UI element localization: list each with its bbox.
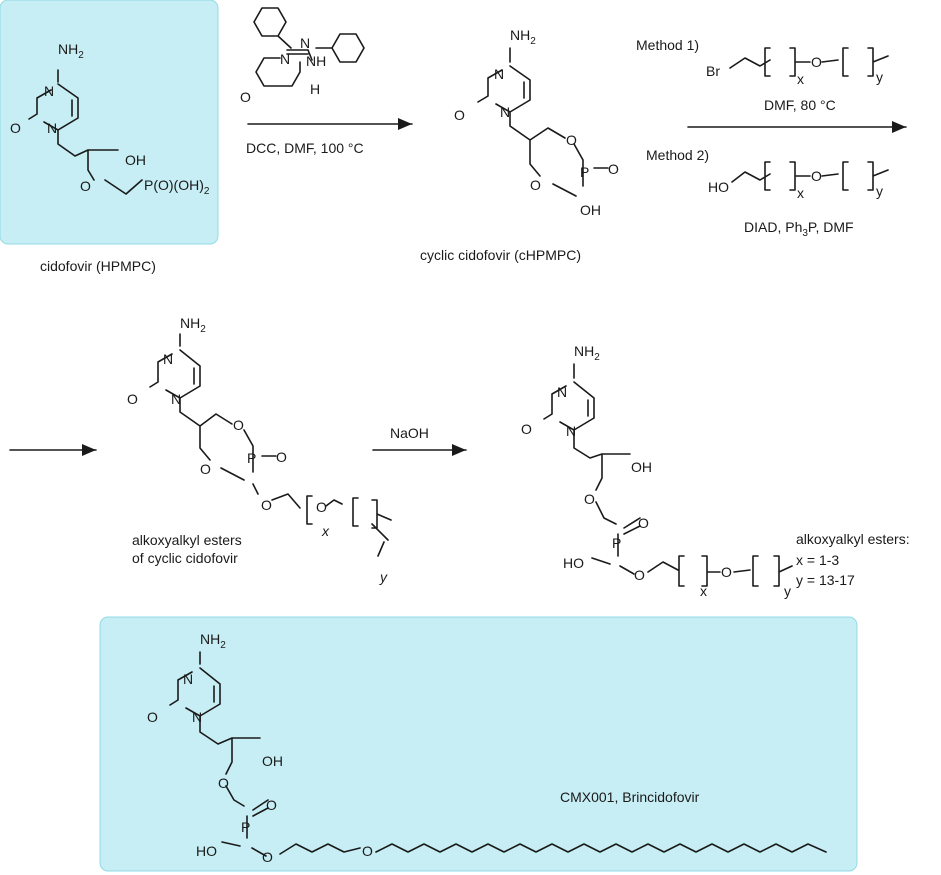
method1-ether-o: O bbox=[811, 54, 822, 70]
product-chain-o: O bbox=[721, 564, 732, 580]
method2-x-subscript: x bbox=[797, 185, 804, 201]
amine-nh-label: NH bbox=[306, 53, 326, 69]
cyc-phosphorus: P bbox=[580, 164, 589, 180]
bcv-hydroxyl: OH bbox=[262, 753, 283, 769]
method2-label: Method 2) bbox=[646, 147, 709, 163]
amine-h-label: H bbox=[310, 81, 320, 97]
ester-ring-o1: O bbox=[233, 417, 244, 433]
bcv-n1-label: N bbox=[192, 709, 202, 725]
arrowhead-continuation bbox=[82, 444, 96, 456]
morpholine-guanidine-reagent: N N O NH H bbox=[240, 7, 365, 105]
morpholine-o-label: O bbox=[240, 89, 251, 105]
method2-conditions: DIAD, Ph3P, DMF bbox=[744, 219, 854, 239]
ester-phosphorus: P bbox=[247, 450, 256, 466]
method1-conditions: DMF, 80 °C bbox=[764, 97, 836, 113]
bcv-chain-o: O bbox=[362, 843, 373, 859]
product-nh2-label: NH2 bbox=[574, 343, 600, 363]
product-x-subscript: x bbox=[700, 583, 707, 599]
product-n3-label: N bbox=[557, 384, 567, 400]
cyc-ring-o2: O bbox=[530, 177, 541, 193]
bcv-n3-label: N bbox=[183, 671, 193, 687]
ester-chain-o: O bbox=[316, 499, 327, 515]
ester-caption-line1: alkoxyalkyl esters bbox=[132, 532, 242, 548]
ester-p-o: O bbox=[261, 497, 272, 513]
ester-carbonyl-o: O bbox=[127, 391, 138, 407]
ester-n3-label: N bbox=[163, 351, 173, 367]
method2-ether-o: O bbox=[811, 168, 822, 184]
method1-y-subscript: y bbox=[876, 69, 883, 85]
bcv-ether-o: O bbox=[218, 775, 229, 791]
legend-y-range: y = 13-17 bbox=[796, 572, 855, 588]
cidofovir-highlight-box bbox=[0, 0, 219, 245]
cyc-n1-label: N bbox=[500, 104, 510, 120]
bcv-p-o: O bbox=[262, 849, 273, 865]
method1-label: Method 1) bbox=[636, 37, 699, 53]
ester-nh2-label: NH2 bbox=[180, 315, 206, 335]
step3-conditions: NaOH bbox=[390, 425, 429, 441]
bcv-p-oh: HO bbox=[196, 843, 217, 859]
hydroxyl-label: OH bbox=[125, 152, 146, 168]
cyc-p-oh: OH bbox=[580, 202, 601, 218]
method2-hydroxyl: HO bbox=[708, 179, 729, 195]
bromine-label: Br bbox=[706, 63, 720, 79]
cidofovir-structure: NH2 N O N OH O P(O)(OH)2 bbox=[10, 41, 210, 197]
morpholine-n-label: N bbox=[280, 51, 290, 67]
cidofovir-caption: cidofovir (HPMPC) bbox=[40, 258, 156, 274]
ether-o-label: O bbox=[80, 178, 91, 194]
bcv-p-oxo: O bbox=[266, 797, 277, 813]
bcv-phosphorus: P bbox=[241, 819, 250, 835]
ester-caption-line2: of cyclic cidofovir bbox=[132, 550, 238, 566]
arrowhead-step2 bbox=[892, 121, 906, 133]
ester-ring-o2: O bbox=[200, 461, 211, 477]
ester-p-oxo: O bbox=[276, 449, 287, 465]
method1-x-subscript: x bbox=[797, 71, 804, 87]
product-carbonyl-o: O bbox=[521, 421, 532, 437]
product-p-oh: HO bbox=[563, 555, 584, 571]
guanidine-n-label: N bbox=[300, 35, 310, 51]
bcv-nh2-label: NH2 bbox=[200, 631, 226, 651]
legend-title: alkoxyalkyl esters: bbox=[796, 531, 910, 547]
cyc-p-oxo: O bbox=[608, 161, 619, 177]
product-phosphorus: P bbox=[612, 535, 621, 551]
cyc-n3-label: N bbox=[494, 66, 504, 82]
nh2-label: NH2 bbox=[58, 41, 84, 61]
product-y-subscript: y bbox=[784, 583, 791, 599]
cyclic-ester-structure: NH2 N O N O O P O O O x y bbox=[127, 315, 392, 585]
brincidofovir-structure: NH2 N O N OH O P O HO O O bbox=[147, 631, 827, 865]
product-ether-o: O bbox=[584, 491, 595, 507]
product-n1-label: N bbox=[566, 423, 576, 439]
pyrimidine-n1-label: N bbox=[47, 120, 57, 136]
cyc-nh2-label: NH2 bbox=[510, 27, 536, 47]
method1-bromide-reagent: Br O x y bbox=[706, 47, 889, 87]
legend-x-range: x = 1-3 bbox=[796, 552, 839, 568]
ester-y-subscript: y bbox=[379, 569, 388, 585]
method2-alcohol-reagent: HO O x y bbox=[708, 161, 889, 201]
product-hydroxyl: OH bbox=[631, 459, 652, 475]
cyclic-cidofovir-structure: NH2 N O N O O P O OH bbox=[454, 27, 619, 218]
brincidofovir-caption: CMX001, Brincidofovir bbox=[560, 789, 700, 805]
cyc-carbonyl-o: O bbox=[454, 107, 465, 123]
brincidofovir-highlight-box bbox=[99, 616, 858, 872]
cyclic-cidofovir-caption: cyclic cidofovir (cHPMPC) bbox=[420, 247, 581, 263]
step1-conditions: DCC, DMF, 100 °C bbox=[246, 140, 364, 156]
pyrimidine-n3-label: N bbox=[44, 83, 54, 99]
carbonyl-o-label: O bbox=[10, 120, 21, 136]
ester-n1-label: N bbox=[171, 391, 181, 407]
arrowhead-step3 bbox=[452, 444, 466, 456]
ester-product-structure: NH2 N O N OH O P O HO O O x y bbox=[521, 343, 793, 599]
product-p-oxo: O bbox=[638, 515, 649, 531]
bcv-carbonyl-o: O bbox=[147, 709, 158, 725]
product-p-o: O bbox=[634, 567, 645, 583]
method2-y-subscript: y bbox=[876, 183, 883, 199]
cyc-ring-o1: O bbox=[566, 132, 577, 148]
arrowhead-step1 bbox=[398, 118, 412, 130]
ester-x-subscript: x bbox=[321, 523, 330, 539]
phosphonic-acid-label: P(O)(OH)2 bbox=[144, 177, 210, 197]
